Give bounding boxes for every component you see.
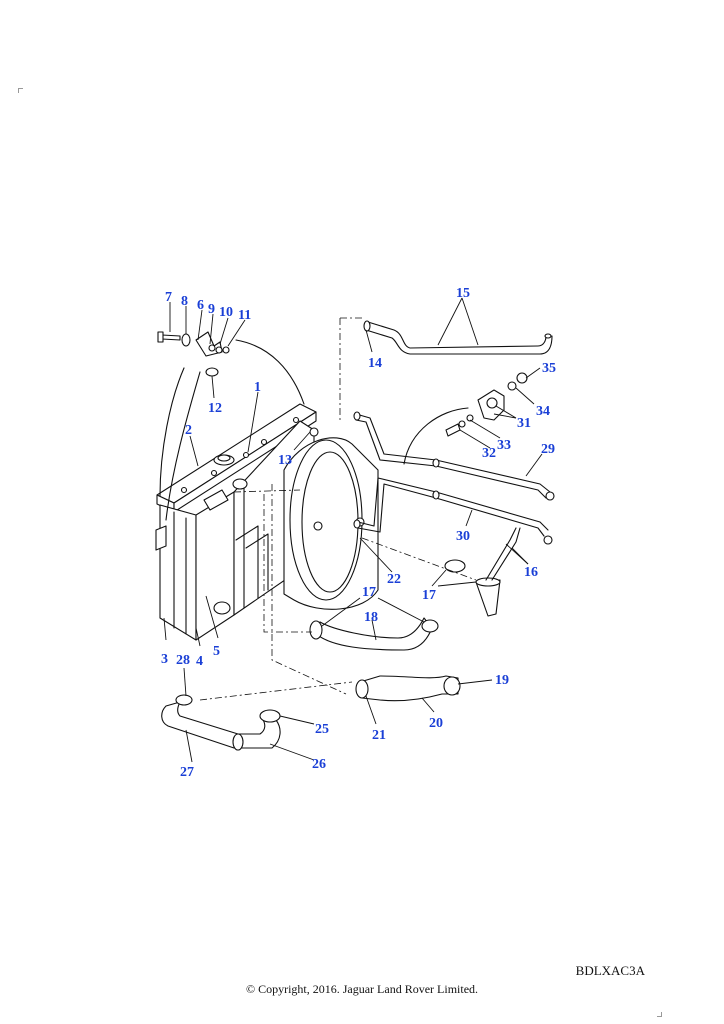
part-label-30[interactable]: 30 xyxy=(456,529,470,544)
radiator-drawing xyxy=(155,403,317,641)
clamp-31-35-drawing xyxy=(445,372,528,437)
leader-lines xyxy=(163,297,543,763)
part-label-7[interactable]: 7 xyxy=(165,290,172,305)
part-label-29[interactable]: 29 xyxy=(541,442,555,457)
crop-mark-bottom-right xyxy=(657,1012,662,1017)
part-label-34[interactable]: 34 xyxy=(536,404,550,419)
part-label-16[interactable]: 16 xyxy=(524,565,538,580)
crop-mark-top-left xyxy=(18,88,23,93)
part-label-14[interactable]: 14 xyxy=(368,356,382,371)
hose-18-drawing xyxy=(309,559,466,651)
part-label-17-center[interactable]: 17 xyxy=(362,585,376,600)
part-label-6[interactable]: 6 xyxy=(197,298,204,313)
part-label-4[interactable]: 4 xyxy=(196,654,203,669)
part-label-32[interactable]: 32 xyxy=(482,446,496,461)
hose-27-26-drawing xyxy=(161,694,281,751)
part-label-35[interactable]: 35 xyxy=(542,361,556,376)
part-label-21[interactable]: 21 xyxy=(372,728,386,743)
filler-pipe-16-drawing xyxy=(475,527,521,617)
hose-15-drawing xyxy=(363,320,553,355)
assembly-lines xyxy=(159,317,477,701)
hose-20-drawing xyxy=(355,675,461,702)
part-labels: 1 2 3 4 5 6 7 8 9 10 11 12 13 14 15 16 1… xyxy=(161,286,556,780)
part-label-1[interactable]: 1 xyxy=(254,380,261,395)
part-label-33[interactable]: 33 xyxy=(497,438,511,453)
part-label-3[interactable]: 3 xyxy=(161,652,168,667)
pipes-29-30-drawing xyxy=(353,411,555,545)
part-label-28[interactable]: 28 xyxy=(176,653,190,668)
part-label-19[interactable]: 19 xyxy=(495,673,509,688)
part-label-20[interactable]: 20 xyxy=(429,716,443,731)
part-label-18[interactable]: 18 xyxy=(364,610,378,625)
part-label-11[interactable]: 11 xyxy=(238,308,251,323)
part-label-9[interactable]: 9 xyxy=(208,302,215,317)
part-label-22[interactable]: 22 xyxy=(387,572,401,587)
fan-cowl-drawing xyxy=(283,427,379,610)
copyright-notice: © Copyright, 2016. Jaguar Land Rover Lim… xyxy=(245,982,479,996)
part-label-15[interactable]: 15 xyxy=(456,286,470,301)
part-label-27[interactable]: 27 xyxy=(180,765,194,780)
part-label-17-right[interactable]: 17 xyxy=(422,588,436,603)
mount-hardware-drawing xyxy=(157,331,230,377)
illustration-reference-code: BDLXAC3A xyxy=(575,963,645,978)
part-label-12[interactable]: 12 xyxy=(208,401,222,416)
part-label-25[interactable]: 25 xyxy=(315,722,329,737)
part-label-26[interactable]: 26 xyxy=(312,757,326,772)
part-label-5[interactable]: 5 xyxy=(213,644,220,659)
part-label-31[interactable]: 31 xyxy=(517,416,531,431)
part-label-10[interactable]: 10 xyxy=(219,305,233,320)
part-label-8[interactable]: 8 xyxy=(181,294,188,309)
part-label-2[interactable]: 2 xyxy=(185,423,192,438)
part-label-13[interactable]: 13 xyxy=(278,453,292,468)
